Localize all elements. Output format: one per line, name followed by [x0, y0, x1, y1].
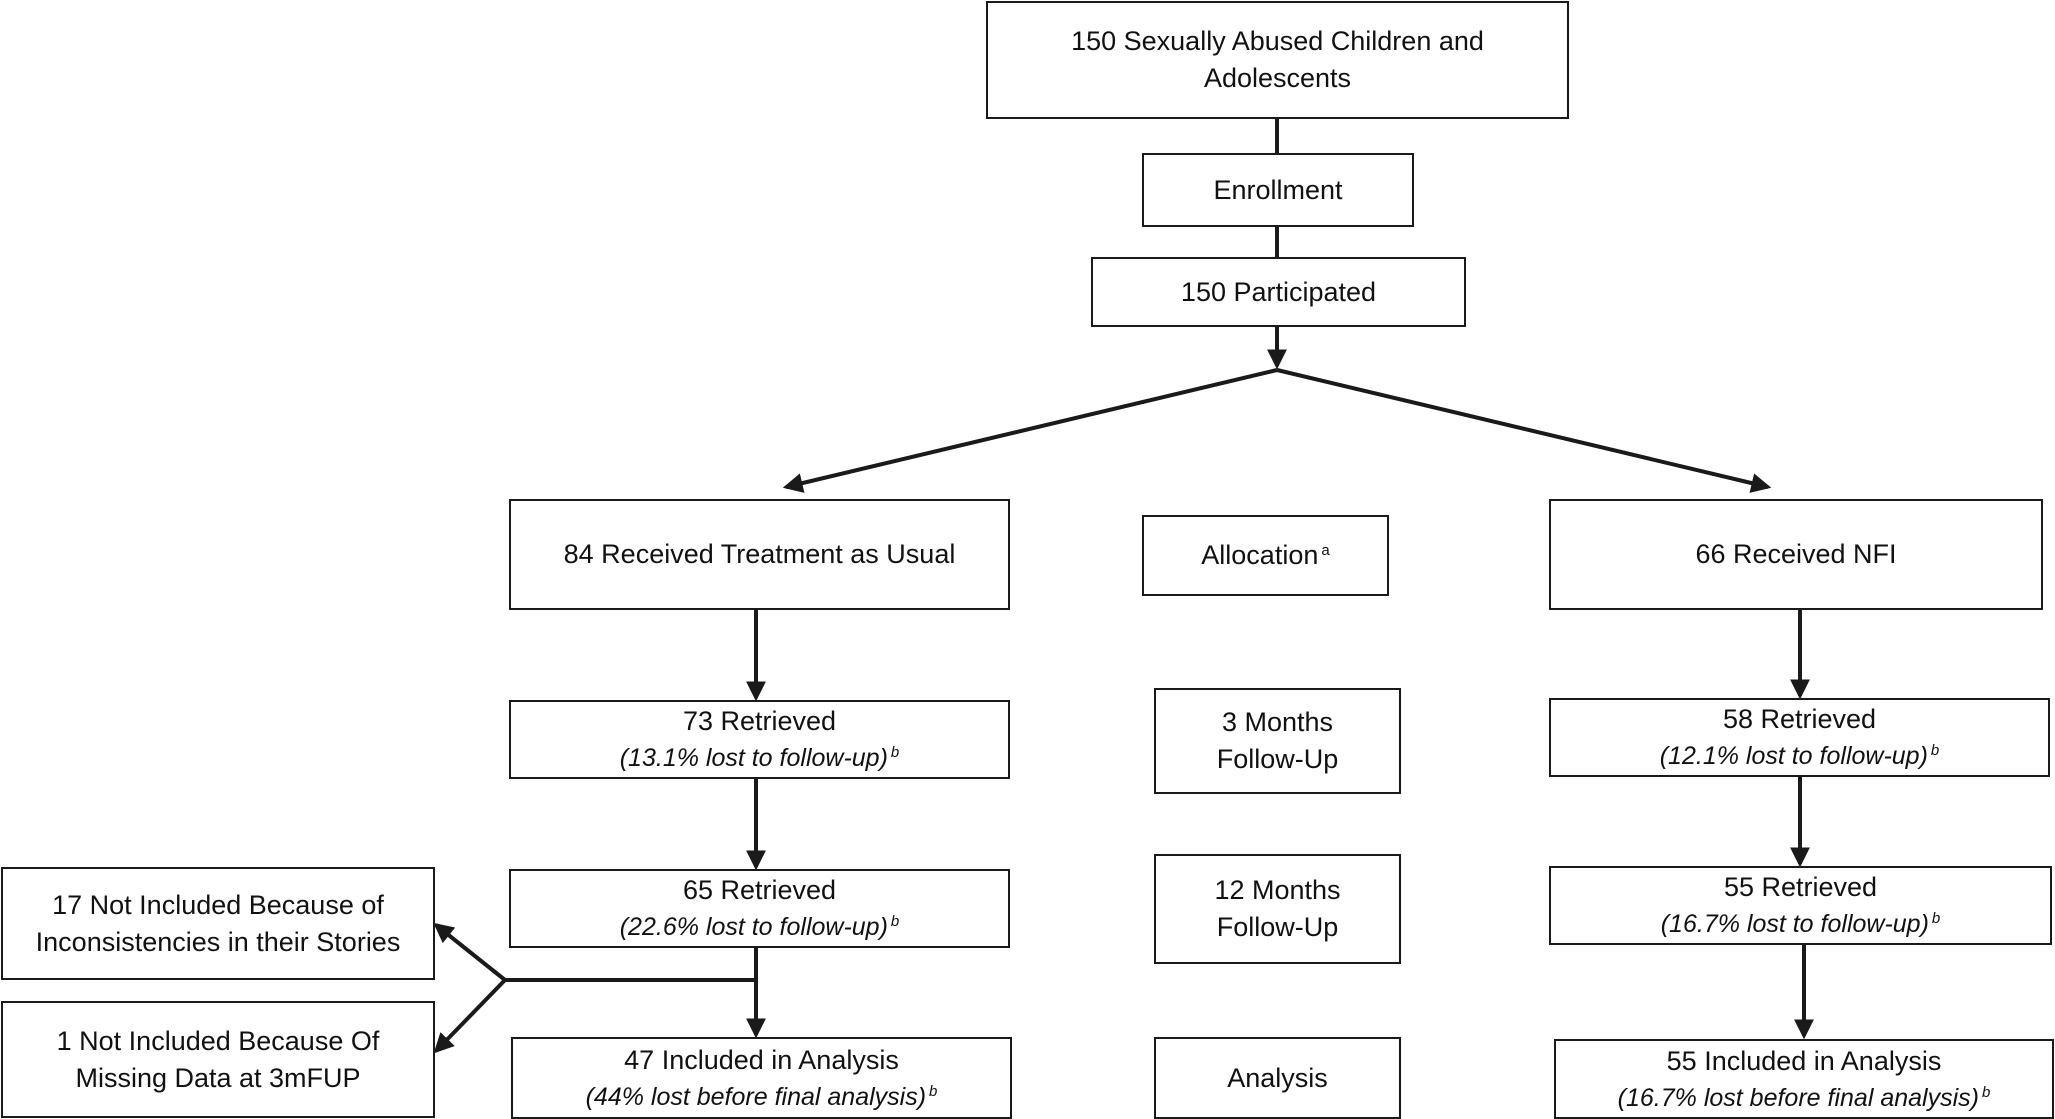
footnote-marker: b — [890, 744, 900, 761]
tau-12m-label: 65 Retrieved — [682, 875, 837, 905]
nfi-3m-loss-text: (12.1% lost to follow-up) — [1659, 742, 1928, 770]
tau-12m-loss: (22.6% lost to follow-up)b — [620, 909, 900, 945]
footnote-marker: b — [1981, 1083, 1991, 1101]
nfi-12m-label: 55 Retrieved — [1723, 872, 1878, 902]
tau-analysis-loss: (44% lost before final analysis)b — [586, 1079, 938, 1115]
population-label: 150 Sexually Abused Children and Adolesc… — [1071, 26, 1484, 93]
nfi-12m-loss-text: (16.7% lost to follow-up) — [1660, 910, 1929, 938]
nfi-12m-loss: (16.7% lost to follow-up)b — [1661, 906, 1941, 942]
nfi-12m-box: 55 Retrieved (16.7% lost to follow-up)b — [1549, 866, 2052, 945]
exclusion-inconsistent-label: 17 Not Included Because of Inconsistenci… — [35, 889, 401, 957]
tau-3m-label: 73 Retrieved — [682, 706, 837, 736]
nfi-received-label: 66 Received NFI — [1695, 539, 1897, 569]
nfi-analysis-label: 55 Included in Analysis — [1666, 1045, 1942, 1076]
nfi-3m-label: 58 Retrieved — [1722, 704, 1877, 734]
analysis-stage-label: Analysis — [1227, 1062, 1328, 1093]
tau-3m-box: 73 Retrieved (13.1% lost to follow-up)b — [509, 700, 1010, 779]
tau-received-box: 84 Received Treatment as Usual — [509, 499, 1010, 610]
enrollment-box: Enrollment — [1142, 153, 1414, 227]
tau-analysis-box: 47 Included in Analysis (44% lost before… — [511, 1037, 1012, 1119]
nfi-3m-loss: (12.1% lost to follow-up)b — [1660, 738, 1940, 774]
footnote-marker: b — [929, 1082, 938, 1100]
nfi-analysis-loss: (16.7% lost before final analysis)b — [1618, 1080, 1991, 1116]
population-box: 150 Sexually Abused Children and Adolesc… — [986, 1, 1569, 119]
nfi-received-box: 66 Received NFI — [1549, 499, 2043, 610]
followup-12m-label: 12 Months Follow-Up — [1214, 875, 1341, 942]
allocation-label: Allocation — [1201, 540, 1319, 570]
tau-3m-loss: (13.1% lost to follow-up)b — [620, 740, 900, 776]
arrow-split-to-tau — [782, 368, 1278, 493]
nfi-3m-box: 58 Retrieved (12.1% lost to follow-up)b — [1549, 698, 2050, 777]
followup-3m-box: 3 Months Follow-Up — [1154, 688, 1401, 794]
arrow-exclusion-missing — [433, 978, 507, 1054]
participated-label: 150 Participated — [1180, 276, 1377, 307]
tau-12m-box: 65 Retrieved (22.6% lost to follow-up)b — [509, 869, 1010, 948]
followup-12m-box: 12 Months Follow-Up — [1154, 854, 1401, 964]
enrollment-label: Enrollment — [1213, 174, 1343, 205]
tau-received-label: 84 Received Treatment as Usual — [563, 539, 956, 569]
nfi-analysis-box: 55 Included in Analysis (16.7% lost befo… — [1554, 1039, 2054, 1119]
exclusion-inconsistent-box: 17 Not Included Because of Inconsistenci… — [1, 867, 435, 980]
tau-12m-loss-text: (22.6% lost to follow-up) — [619, 913, 888, 941]
tau-3m-loss-text: (13.1% lost to follow-up) — [619, 744, 888, 772]
arrow-exclusion-inconsistent — [433, 922, 507, 982]
allocation-footnote-marker: a — [1321, 542, 1330, 559]
tau-analysis-label: 47 Included in Analysis — [624, 1044, 899, 1075]
arrow-split-to-nfi — [1276, 368, 1772, 493]
nfi-analysis-loss-text: (16.7% lost before final analysis) — [1617, 1083, 1979, 1112]
followup-3m-label: 3 Months Follow-Up — [1216, 707, 1339, 774]
exclusion-missing-label: 1 Not Included Because Of Missing Data a… — [56, 1025, 380, 1093]
exclusion-missing-box: 1 Not Included Because Of Missing Data a… — [1, 1001, 435, 1118]
analysis-stage-box: Analysis — [1154, 1037, 1401, 1119]
footnote-marker: b — [1930, 742, 1940, 759]
participated-box: 150 Participated — [1091, 257, 1466, 327]
tau-analysis-loss-text: (44% lost before final analysis) — [585, 1082, 927, 1111]
footnote-marker: b — [1931, 910, 1941, 927]
footnote-marker: b — [890, 913, 900, 930]
